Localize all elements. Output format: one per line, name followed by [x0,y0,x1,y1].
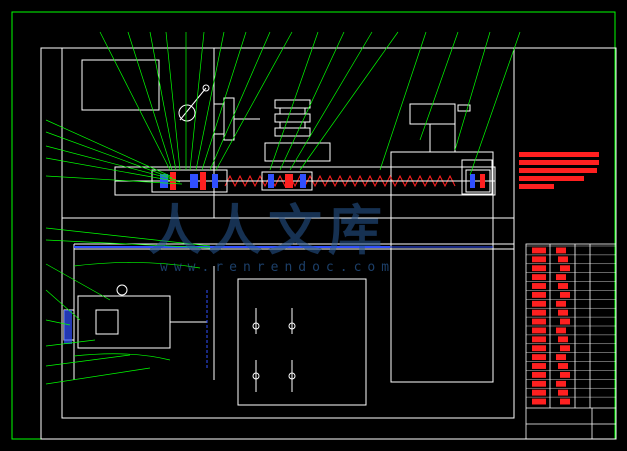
parts-row-text [556,274,566,281]
parts-row-text [558,309,568,316]
parts-row-text [532,380,546,387]
bearing-right [465,169,491,193]
parts-row-text [532,291,546,298]
watermark-logo: 人人文库 [148,198,388,262]
parts-row-text [560,291,570,298]
parts-row-text [532,336,546,343]
parts-row-text [560,345,570,352]
parts-row-text [558,256,568,263]
motor [63,284,207,349]
parts-row-text [532,354,546,361]
bearing-middle [261,171,313,191]
notes-block [519,152,599,189]
parts-row-text [558,336,568,343]
headstock [178,84,260,141]
parts-row-text [556,380,566,387]
parts-row-text [532,345,546,352]
parts-row-text [556,354,566,361]
parts-row-text [532,265,546,272]
motor-pulley [64,310,72,344]
carriage [264,99,331,162]
parts-row-text [532,389,546,396]
parts-row-text [560,371,570,378]
parts-row-text [532,274,546,281]
parts-row-text [532,318,546,325]
parts-row-text [532,256,546,263]
title-block-rows [526,245,616,405]
lead-screw [224,174,456,188]
parts-row-text [532,371,546,378]
screw-housing [114,166,496,196]
parts-row-text [532,363,546,369]
parts-row-text [556,327,566,334]
parts-row-text [560,398,570,405]
parts-row-text [532,398,546,405]
parts-row-text [532,309,546,316]
parts-row-text [558,363,568,369]
parts-row-text [556,247,566,254]
watermark-url: www.renrendoc.com [160,260,396,275]
parts-row-text [558,283,568,289]
parts-row-text [556,300,566,307]
parts-row-text [560,265,570,272]
parts-row-text [532,283,546,289]
parts-row-text [532,327,546,334]
parts-row-text [532,247,546,254]
leader-lines [45,31,521,385]
parts-row-text [560,318,570,325]
parts-row-text [532,300,546,307]
control-panel [252,308,296,392]
parts-row-text [558,389,568,396]
